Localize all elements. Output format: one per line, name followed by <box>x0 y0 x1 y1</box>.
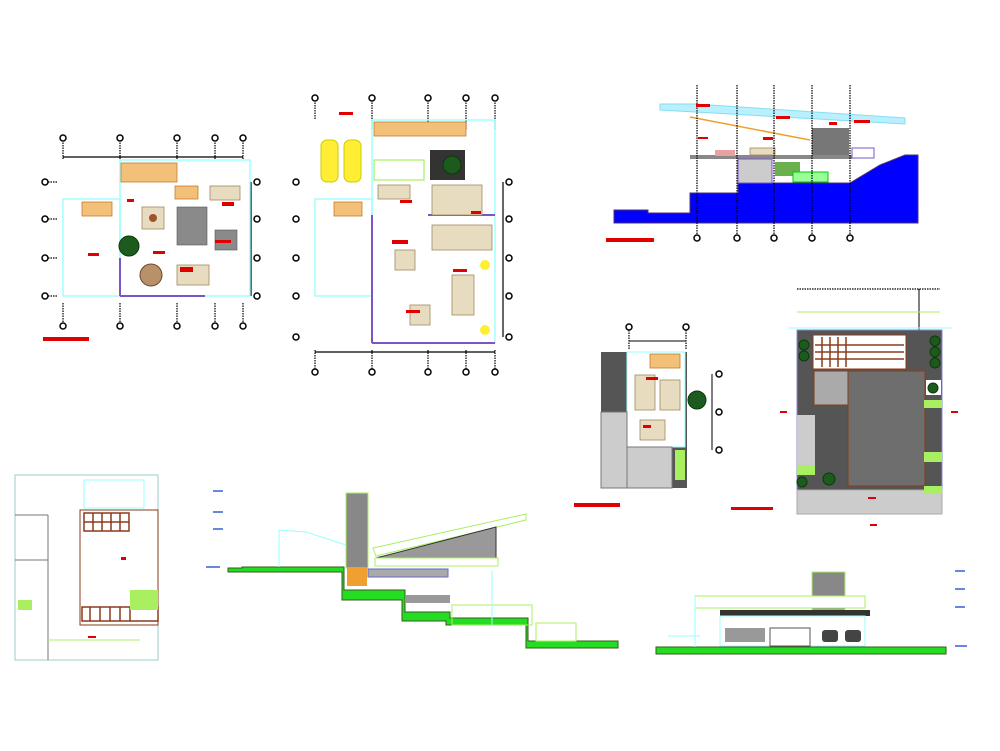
tree-icon <box>687 390 707 410</box>
floor-slab <box>690 155 852 159</box>
stairs <box>120 162 178 183</box>
grid-axes <box>41 134 261 330</box>
tree-icon <box>118 235 140 257</box>
cross-section <box>606 85 919 242</box>
site-plan <box>731 288 958 526</box>
drawing-title-bar <box>43 337 89 341</box>
stone-chimney <box>345 492 369 569</box>
drawing-title-bar <box>731 507 773 510</box>
car <box>343 139 362 183</box>
tree-icon <box>442 155 462 175</box>
terrain-elevation <box>655 646 947 655</box>
terrain-elevation <box>227 566 619 649</box>
ground-floor-plan <box>41 134 261 341</box>
drawing-title-bar <box>606 238 654 242</box>
stone-deck <box>847 370 926 487</box>
stone-wall <box>812 128 849 155</box>
upper-floor-plan <box>292 94 513 376</box>
stairs <box>373 121 467 137</box>
front-elevation <box>655 570 967 655</box>
car <box>845 630 861 642</box>
terrain-section <box>613 154 919 224</box>
car <box>320 139 339 183</box>
small-floor-plan <box>574 323 723 506</box>
dining-table <box>139 263 163 287</box>
side-elevation <box>206 490 620 649</box>
car <box>822 630 838 642</box>
roof-plan <box>14 474 159 661</box>
